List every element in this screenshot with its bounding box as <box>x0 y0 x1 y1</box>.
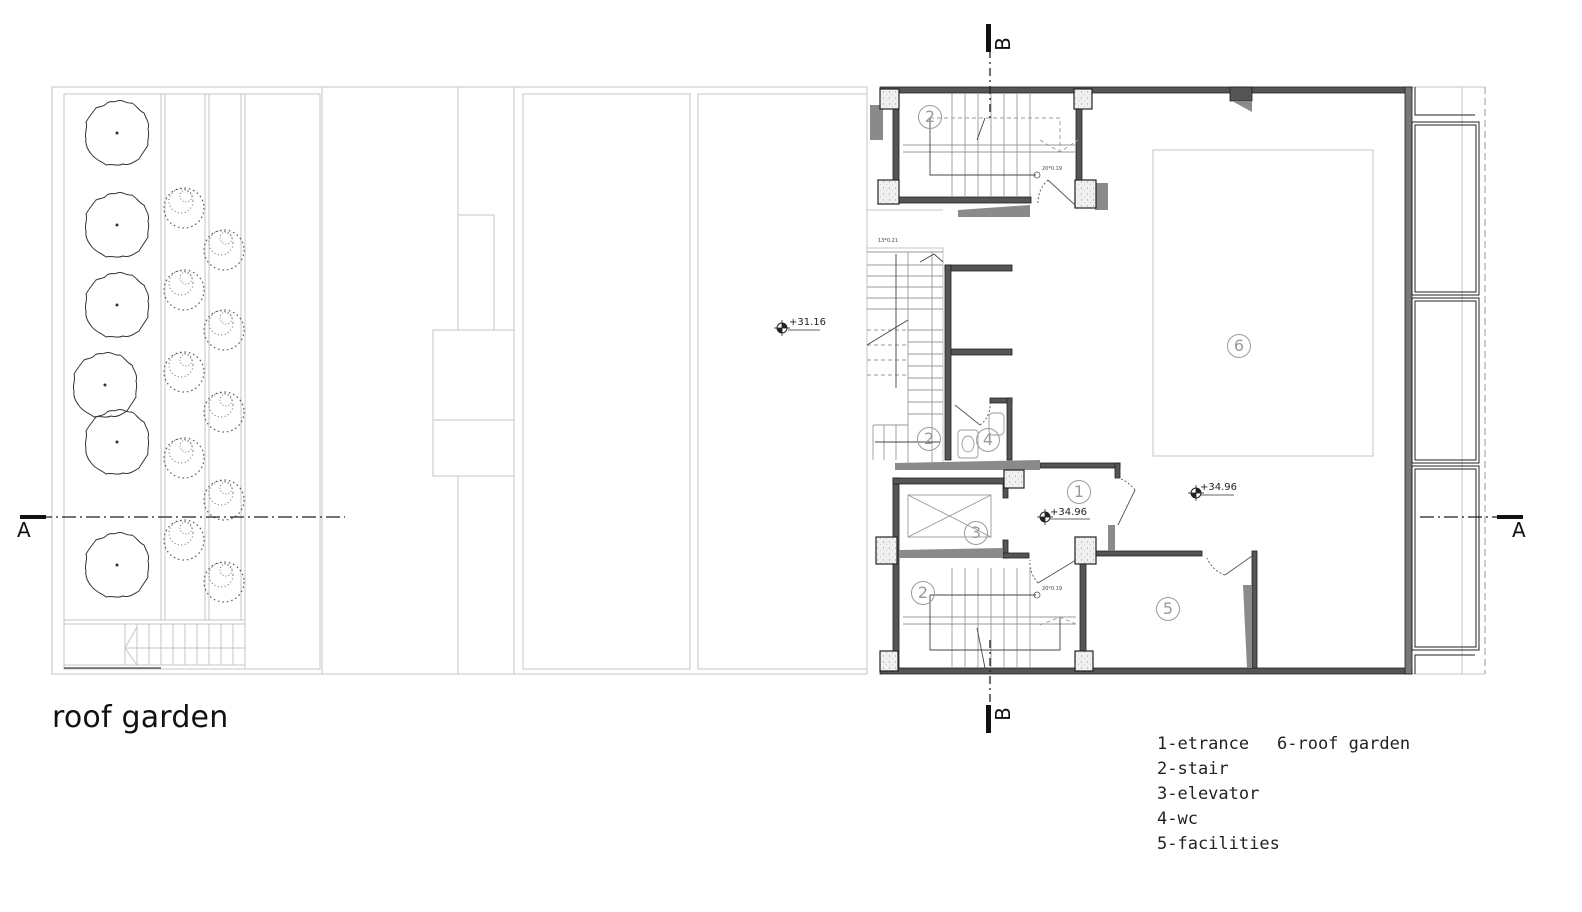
section-label-b-top: B <box>990 37 1015 51</box>
garden-area <box>51 86 323 675</box>
section-label-a-right: A <box>1512 518 1526 542</box>
legend-item: 2-stair <box>1157 759 1229 779</box>
section-label-b-bottom: B <box>990 707 1015 721</box>
section-marker-b-top <box>986 24 991 52</box>
section-label-a-left: A <box>17 518 31 542</box>
elevation-marker-roof <box>774 320 820 336</box>
room-number-wc: 4 <box>976 428 1000 452</box>
legend-column-1: 1-etrance 2-stair 3-elevator 4-wc 5-faci… <box>1157 732 1280 857</box>
columns <box>875 88 1097 672</box>
building-outline <box>866 86 1485 675</box>
legend-item: 1-etrance <box>1157 734 1250 754</box>
tree-icons <box>72 100 150 598</box>
stair-note-lower: 20*0.19 <box>1042 586 1062 592</box>
stair-side <box>866 251 944 465</box>
elevation-marker-entrance <box>1037 509 1090 525</box>
section-marker-a-left <box>20 515 46 519</box>
legend-item: 3-elevator <box>1157 784 1260 804</box>
section-marker-a-right <box>1497 515 1523 519</box>
elevation-label-garden: +34.96 <box>1200 482 1238 493</box>
room-number-roof-garden: 6 <box>1227 334 1251 358</box>
room-number-elevator: 3 <box>964 521 988 545</box>
roof-slab-outline <box>322 86 868 675</box>
facade-frames <box>1411 87 1480 674</box>
legend-item: 6-roof garden <box>1277 734 1411 754</box>
legend-item: 5-facilities <box>1157 834 1280 854</box>
shrub-icons <box>163 187 245 603</box>
stair-lower <box>903 568 1079 669</box>
legend-item: 4-wc <box>1157 809 1198 829</box>
section-marker-b-bottom <box>986 705 991 733</box>
walls <box>879 86 1413 675</box>
room-number-stair-bottom: 2 <box>911 581 935 605</box>
stair-note-upper: 20*0.19 <box>1042 166 1062 172</box>
room-number-facilities: 5 <box>1156 597 1180 621</box>
elevation-label-roof: +31.16 <box>789 317 827 328</box>
elevation-marker-garden <box>1188 485 1234 501</box>
room-number-stair-side: 2 <box>917 427 941 451</box>
stair-note-side: 13*0.21 <box>878 238 898 244</box>
elevation-label-entrance: +34.96 <box>1050 507 1088 518</box>
stair-upper <box>903 93 1079 197</box>
room-number-entrance: 1 <box>1067 480 1091 504</box>
room-number-stair-top: 2 <box>918 105 942 129</box>
wall-sills <box>870 101 1252 668</box>
legend-column-2: 6-roof garden <box>1277 732 1410 757</box>
door-swings <box>954 179 1253 584</box>
drawing-title: roof garden <box>52 700 229 735</box>
